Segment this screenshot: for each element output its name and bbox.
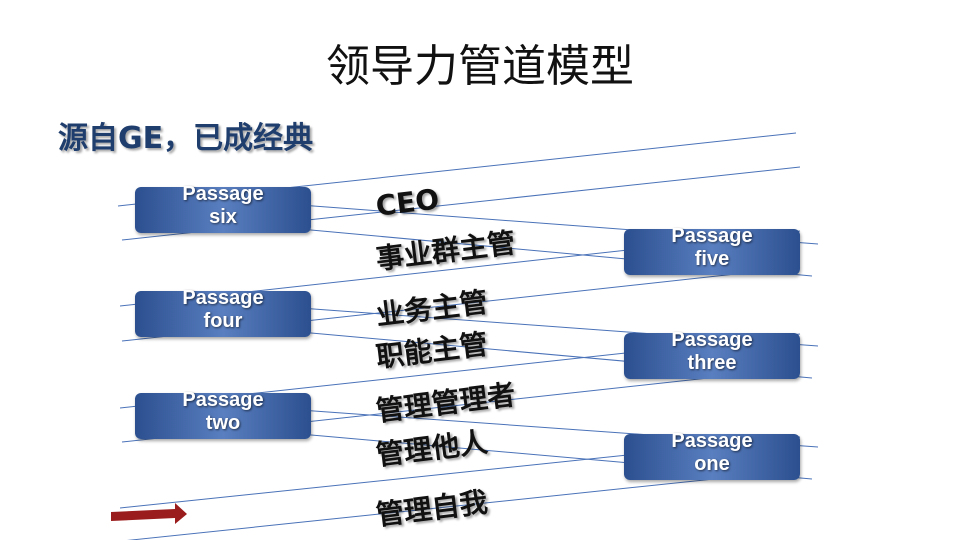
passage-three-line1: Passage (671, 329, 753, 351)
passage-one-line2: one (694, 453, 730, 475)
start-arrow (111, 503, 187, 524)
passage-four-box: Passage four (135, 287, 311, 337)
pipeline-line (126, 469, 801, 540)
passage-one-box: Passage one (624, 430, 800, 480)
passage-six-line1: Passage (182, 183, 264, 205)
page-title: 领导力管道模型 (326, 41, 634, 92)
passage-five-box: Passage five (624, 225, 800, 275)
passage-one-line1: Passage (671, 430, 753, 452)
passage-three-line2: three (687, 352, 737, 374)
passage-three-box: Passage three (624, 329, 800, 379)
passage-six-box: Passage six (135, 183, 311, 233)
passage-five-line2: five (694, 248, 730, 270)
passage-four-line1: Passage (182, 287, 264, 309)
passage-two-line2: two (205, 412, 241, 434)
passage-two-box: Passage two (135, 389, 311, 439)
passage-five-line1: Passage (671, 225, 753, 247)
passage-two-line1: Passage (182, 389, 264, 411)
subtitle: 源自GE，已成经典 (58, 121, 314, 156)
passage-four-line2: four (203, 310, 243, 332)
passage-six-line2: six (209, 206, 237, 228)
